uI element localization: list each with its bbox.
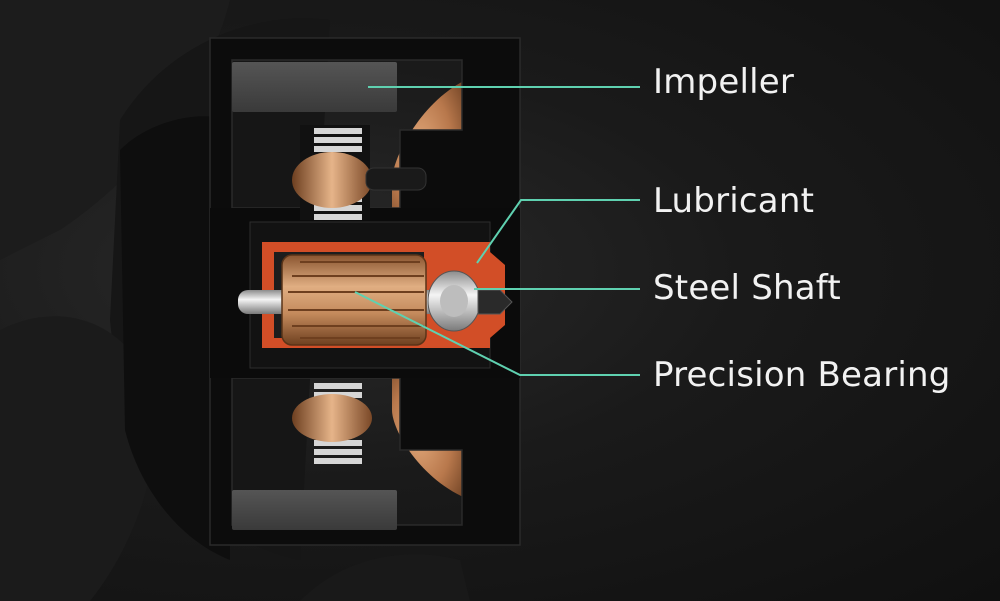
impeller-magnet bbox=[232, 62, 397, 530]
fan-blades bbox=[0, 0, 470, 601]
lubricant-label: Lubricant bbox=[653, 181, 815, 221]
impeller-label: Impeller bbox=[653, 62, 795, 102]
callout-lines bbox=[354, 86, 640, 376]
stator-coil-bottom bbox=[292, 383, 372, 464]
precision-bearing-callout-line bbox=[354, 291, 640, 376]
stator-coil-top bbox=[292, 125, 427, 220]
lubricant-callout-line bbox=[476, 199, 640, 264]
precision-bearing-label: Precision Bearing bbox=[653, 355, 951, 395]
steel-shaft-label: Steel Shaft bbox=[653, 268, 841, 308]
precision-bearing bbox=[281, 254, 427, 346]
